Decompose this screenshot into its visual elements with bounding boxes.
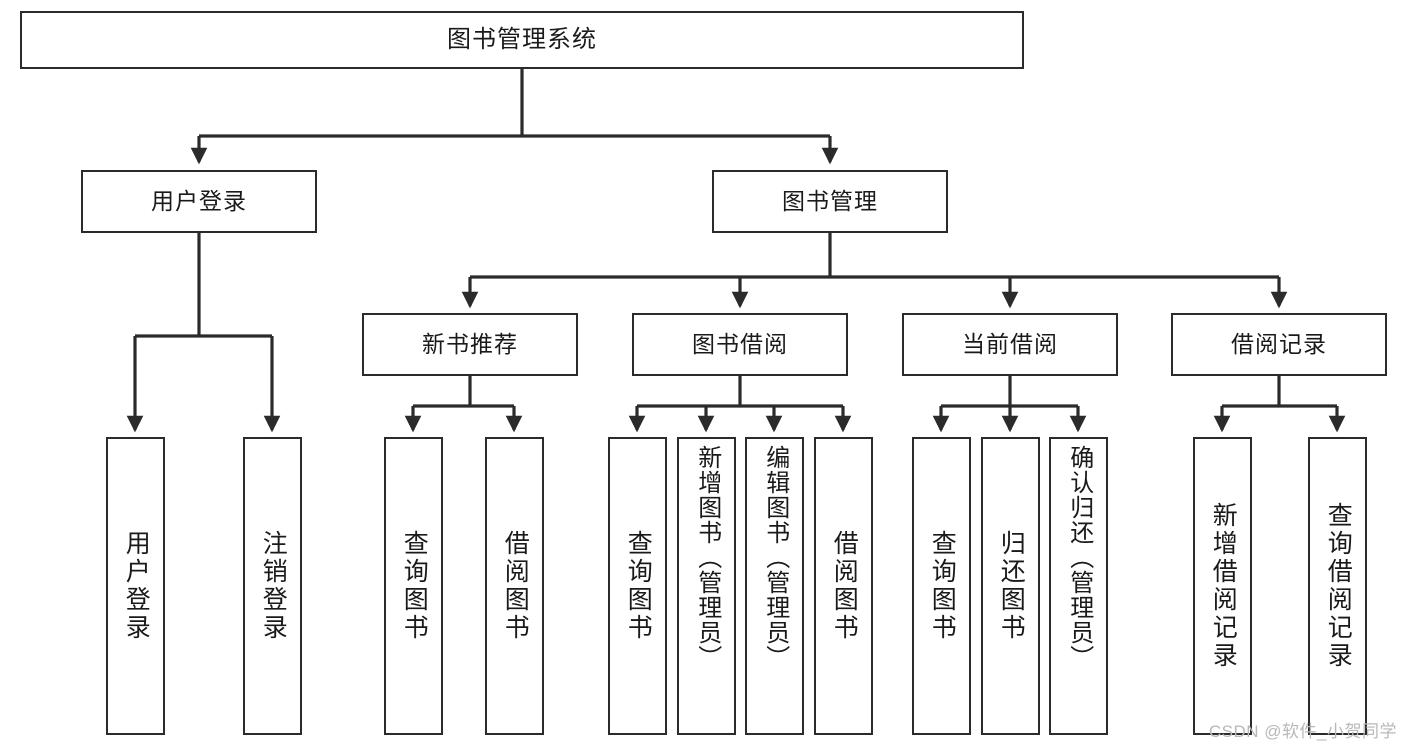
leaf-user-login-label: 用户登录 <box>122 530 151 642</box>
leaf-add-borrow-record-label: 新增借阅记录 <box>1209 502 1238 670</box>
node-user-login-label: 用户登录 <box>151 188 247 215</box>
leaf-logout-login[interactable]: 注销登录 <box>243 437 302 735</box>
leaf-return-book-label: 归还图书 <box>997 530 1026 642</box>
node-book-manage-label: 图书管理 <box>782 188 878 215</box>
node-book-borrow-label: 图书借阅 <box>692 331 788 358</box>
leaf-query-book-borrow-label: 查询图书 <box>624 530 653 642</box>
leaf-query-book-current[interactable]: 查询图书 <box>912 437 971 735</box>
node-root-label: 图书管理系统 <box>447 26 597 54</box>
leaf-query-book-borrow[interactable]: 查询图书 <box>608 437 667 735</box>
leaf-edit-book-label: 编辑图书（管理员） <box>761 445 789 670</box>
node-book-borrow[interactable]: 图书借阅 <box>632 313 848 376</box>
node-current-borrow[interactable]: 当前借阅 <box>902 313 1118 376</box>
leaf-return-book[interactable]: 归还图书 <box>981 437 1040 735</box>
leaf-user-login[interactable]: 用户登录 <box>106 437 165 735</box>
node-borrow-record[interactable]: 借阅记录 <box>1171 313 1387 376</box>
node-new-book-rec-label: 新书推荐 <box>422 331 518 358</box>
leaf-query-book-current-label: 查询图书 <box>928 530 957 642</box>
leaf-add-book-label: 新增图书（管理员） <box>693 445 721 670</box>
leaf-borrow-book-borrow-label: 借阅图书 <box>830 530 859 642</box>
leaf-add-book[interactable]: 新增图书（管理员） <box>677 437 736 735</box>
node-book-manage[interactable]: 图书管理 <box>712 170 948 233</box>
leaf-borrow-book-rec-label: 借阅图书 <box>501 530 530 642</box>
node-root[interactable]: 图书管理系统 <box>20 11 1024 69</box>
node-current-borrow-label: 当前借阅 <box>962 331 1058 358</box>
leaf-add-borrow-record[interactable]: 新增借阅记录 <box>1193 437 1252 735</box>
leaf-query-borrow-record-label: 查询借阅记录 <box>1324 502 1353 670</box>
leaf-confirm-return[interactable]: 确认归还（管理员） <box>1049 437 1108 735</box>
leaf-borrow-book-rec[interactable]: 借阅图书 <box>485 437 544 735</box>
leaf-borrow-book-borrow[interactable]: 借阅图书 <box>814 437 873 735</box>
csdn-watermark: CSDN @软件_小贺同学 <box>1208 722 1397 741</box>
leaf-confirm-return-label: 确认归还（管理员） <box>1065 445 1093 670</box>
leaf-edit-book[interactable]: 编辑图书（管理员） <box>745 437 804 735</box>
leaf-query-book-rec[interactable]: 查询图书 <box>384 437 443 735</box>
leaf-query-borrow-record[interactable]: 查询借阅记录 <box>1308 437 1367 735</box>
node-borrow-record-label: 借阅记录 <box>1231 331 1327 358</box>
leaf-logout-login-label: 注销登录 <box>259 530 288 642</box>
node-user-login[interactable]: 用户登录 <box>81 170 317 233</box>
node-new-book-rec[interactable]: 新书推荐 <box>362 313 578 376</box>
leaf-query-book-rec-label: 查询图书 <box>400 530 429 642</box>
